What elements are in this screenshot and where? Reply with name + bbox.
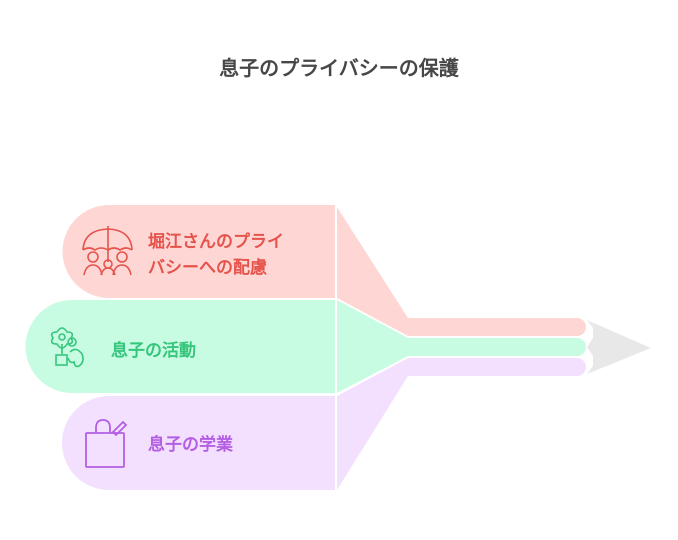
school-bag-icon — [85, 419, 128, 468]
segment-activity — [25, 300, 336, 393]
label-privacy-line1: 堀江さんのプライ — [148, 232, 284, 252]
flower-child-icon — [50, 327, 84, 368]
bar-privacy — [408, 318, 586, 336]
pencil-tip — [587, 320, 651, 374]
label-study: 息子の学業 — [148, 435, 233, 455]
diagram-title: 息子のプライバシーの保護 — [219, 56, 459, 80]
segment-study — [62, 396, 335, 490]
umbrella-family-icon — [82, 226, 133, 276]
funnel-privacy — [337, 207, 408, 336]
label-privacy-line2: バシーへの配慮 — [148, 258, 267, 278]
funnel-activity — [337, 300, 408, 393]
label-activity: 息子の活動 — [111, 341, 196, 361]
funnel-study — [337, 358, 408, 490]
bar-activity — [408, 338, 586, 356]
label-privacy: 堀江さんのプライ バシーへの配慮 — [148, 229, 284, 281]
bar-study — [408, 358, 586, 376]
